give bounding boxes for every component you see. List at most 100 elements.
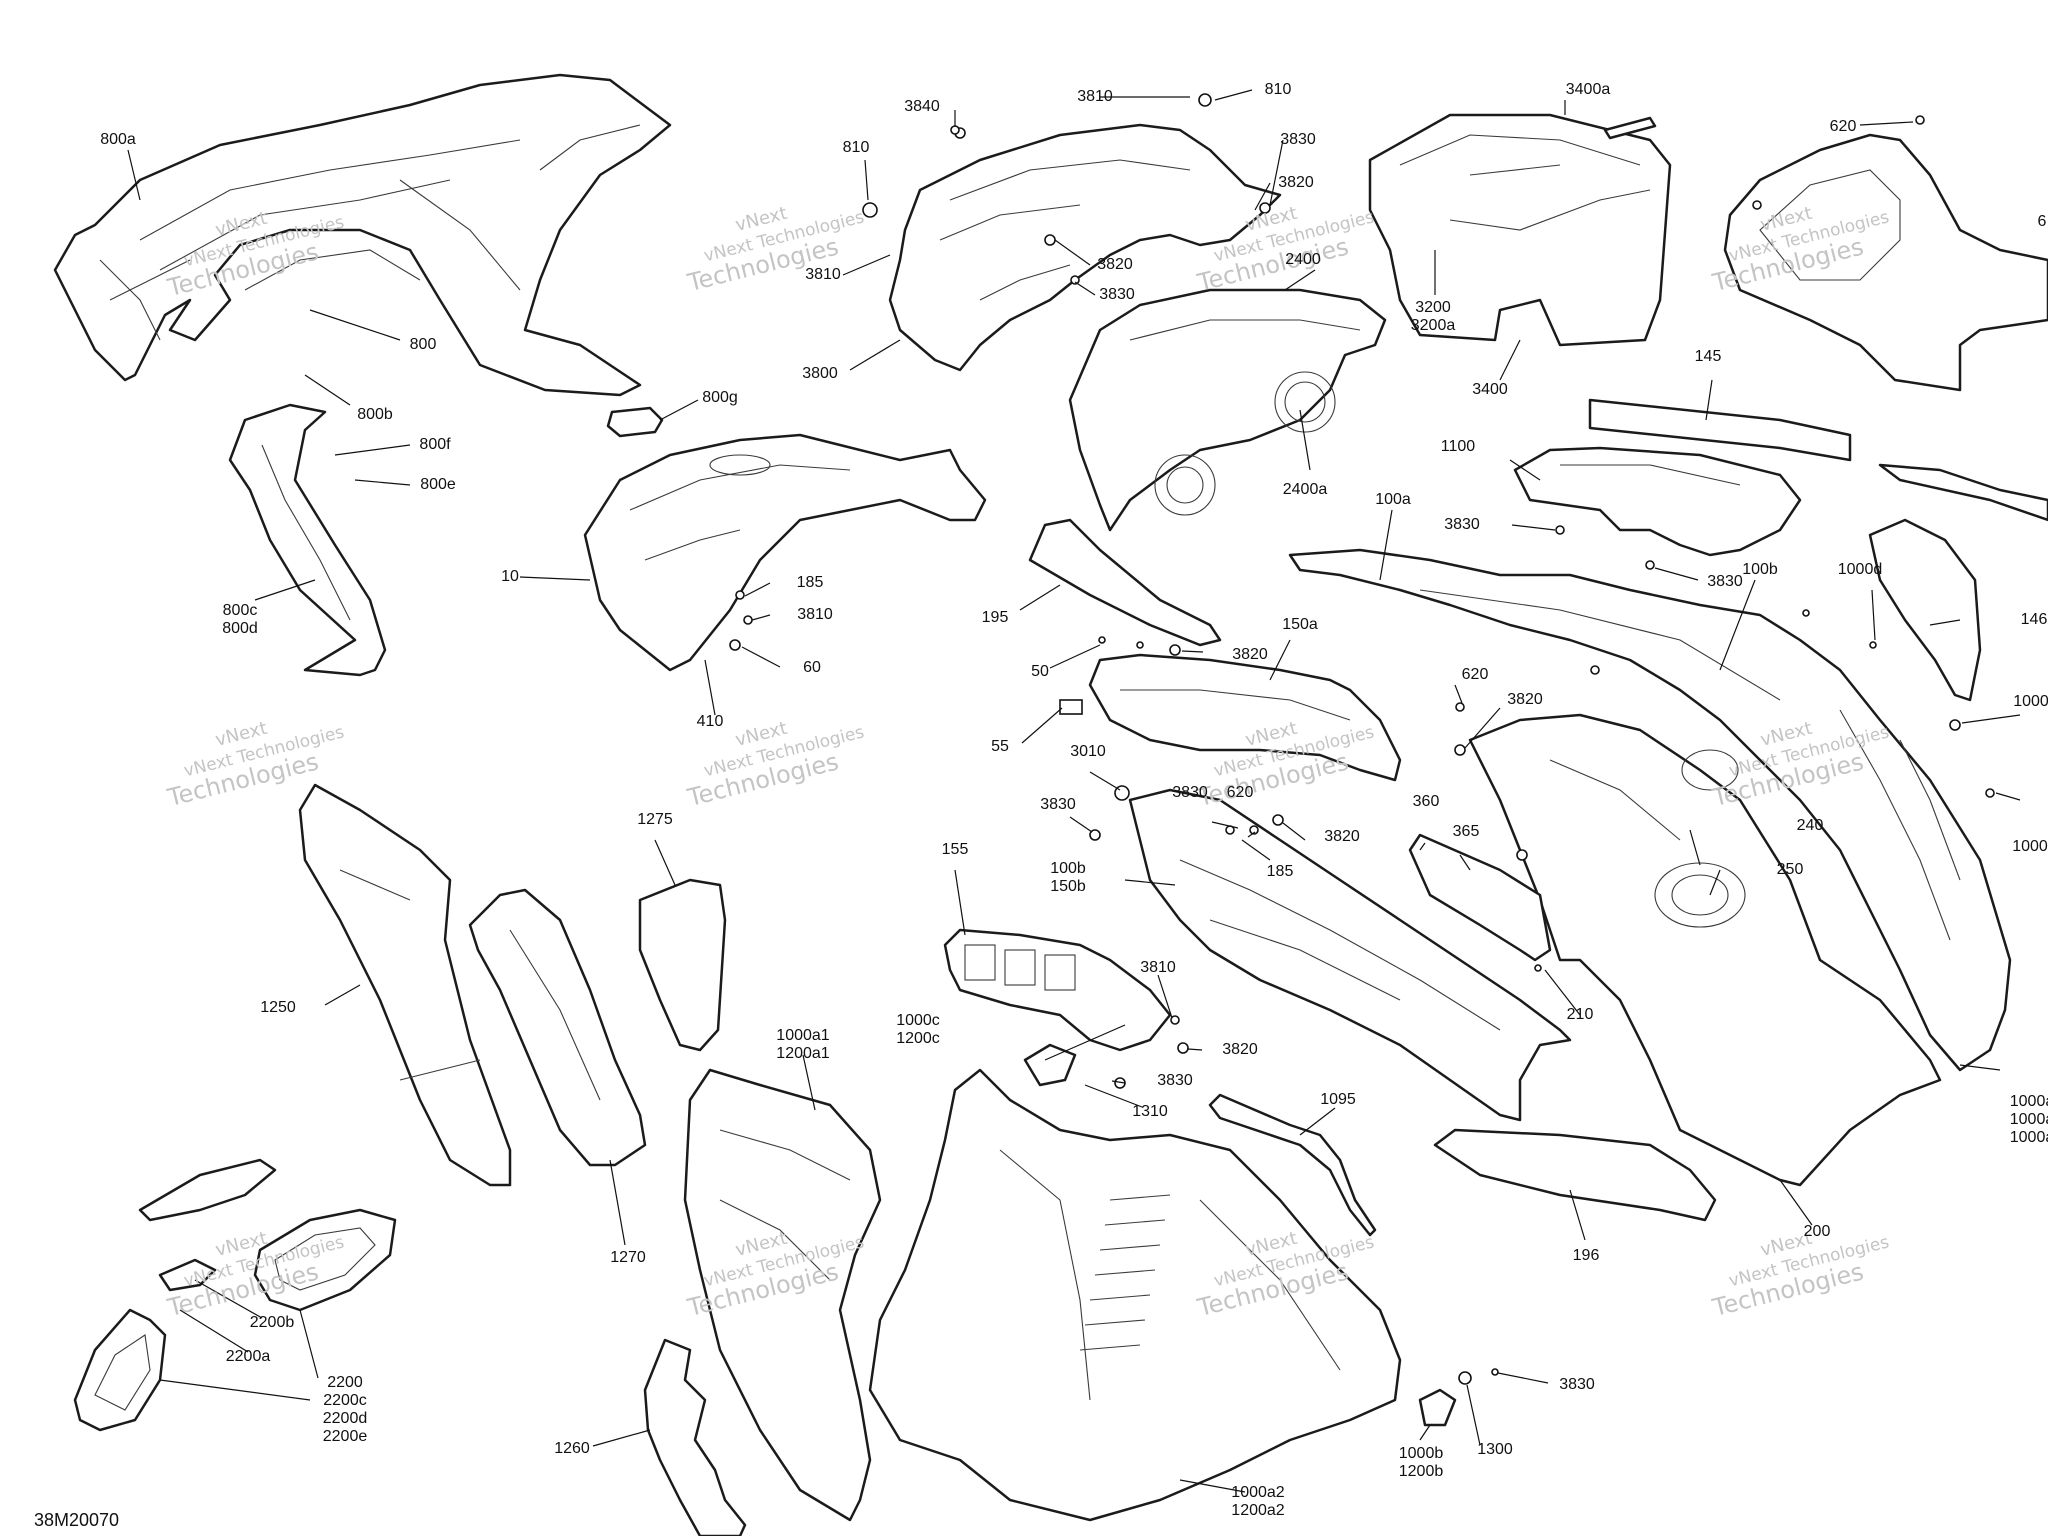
part-100b-side-panel [1128, 788, 1572, 1122]
part-146-side-panel [1868, 463, 2048, 702]
callout-label: 800c 800d [222, 602, 258, 637]
callout-label: 365 [1452, 823, 1480, 840]
part-1095-strip [1208, 1093, 1377, 1237]
callout-label: 100b 150b [1050, 860, 1086, 895]
callout-label: 1000c 1200c [896, 1012, 940, 1047]
callout-label: 196 [1572, 1247, 1600, 1264]
callout-label: 3810 [805, 266, 841, 283]
callout-label: 410 [696, 713, 724, 730]
callout-label: 3810 [1140, 959, 1176, 976]
callout-label: 3820 [1232, 646, 1268, 663]
part-620-gauge-bezel [1723, 133, 2048, 392]
callout-label: 1000 [2013, 693, 2048, 710]
callout-label: 55 [991, 738, 1009, 755]
part-1250-panel [298, 783, 512, 1187]
callout-label: 1270 [610, 1249, 646, 1266]
part-1270-panel [468, 888, 647, 1167]
callout-label: 2200b [249, 1314, 295, 1331]
callout-label: 185 [1266, 863, 1294, 880]
callout-label: 210 [1566, 1006, 1594, 1023]
diagram-code: 38M20070 [34, 1510, 120, 1530]
part-150a-side-panel [1088, 653, 1402, 782]
callout-label: 1250 [260, 999, 296, 1016]
callout-label: 800a [100, 131, 136, 148]
part-1000a2-lower-shell [868, 1068, 1402, 1522]
callout-label: 200 [1803, 1223, 1831, 1240]
part-800-front-fairing [53, 73, 672, 397]
callout-label: 100b [1742, 561, 1778, 578]
callout-label: 800 [409, 336, 437, 353]
callout-label: 800e [420, 476, 456, 493]
callout-label: 145 [1694, 348, 1722, 365]
part-1310-bracket [1023, 1043, 1077, 1087]
part-1275-pad [638, 878, 727, 1052]
part-1260-bracket [643, 1338, 747, 1536]
callout-label: 1000a 1000a 1000a [2009, 1093, 2048, 1146]
callout-label: 2400a [1282, 481, 1328, 498]
part-3400-glovebox [1368, 113, 1672, 347]
callout-label: 6 [2037, 213, 2047, 230]
callout-label: 1275 [637, 811, 673, 828]
callout-label: 10 [501, 568, 519, 585]
part-800b-side-bracket [228, 403, 387, 677]
part-100a-upper-panel [1288, 548, 2012, 1072]
part-195-trim-strip [1028, 518, 1222, 647]
callout-label: 810 [1264, 81, 1292, 98]
callout-label: 2400 [1285, 251, 1321, 268]
callout-label: 810 [842, 139, 870, 156]
callout-label: 3800 [802, 365, 838, 382]
callout-label: 3830 [1559, 1376, 1595, 1393]
callout-label: 3830 [1099, 286, 1135, 303]
callout-label: 3840 [904, 98, 940, 115]
callout-label: 1000 [2012, 838, 2048, 855]
part-10-instrument-housing [583, 433, 987, 672]
callout-label: 1000d [1837, 561, 1883, 578]
part-200-center-tank-panel [1468, 713, 1942, 1187]
part-1100-vent-grille [1513, 446, 1802, 557]
callout-label: 1300 [1477, 1441, 1513, 1458]
callout-label: 1310 [1132, 1103, 1168, 1120]
callout-label: 3830 [1444, 516, 1480, 533]
callout-label: 1000b 1200b [1398, 1445, 1444, 1480]
callout-leaders [127, 89, 2021, 1493]
callout-label: 3400a [1565, 81, 1611, 98]
callout-label: 50 [1031, 663, 1049, 680]
callout-label: 620 [1829, 118, 1857, 135]
part-1000a1-lower-panel [683, 1068, 882, 1522]
callout-label: 60 [803, 659, 821, 676]
callout-label: 3820 [1097, 256, 1133, 273]
callout-label: 1260 [554, 1440, 590, 1457]
callout-label: 620 [1461, 666, 1489, 683]
callout-label: 2200 2200c 2200d 2200e [322, 1374, 368, 1445]
callout-label: 240 [1796, 817, 1824, 834]
callout-label: 195 [981, 609, 1009, 626]
callout-label: 3820 [1278, 174, 1314, 191]
callout-label: 800b [357, 406, 393, 423]
callout-label: 150a [1282, 616, 1318, 633]
callout-label: 3810 [1077, 88, 1113, 105]
callout-label: 2200a [225, 1348, 271, 1365]
callout-label: 3830 [1280, 131, 1316, 148]
part-800g-pad [606, 406, 664, 438]
callout-label: 1095 [1320, 1091, 1356, 1108]
callout-label: 3810 [797, 606, 833, 623]
callout-label: 1100 [1440, 438, 1476, 455]
callout-label: 1000a1 1200a1 [776, 1027, 830, 1062]
part-196-trim [1433, 1128, 1717, 1222]
callout-label: 3830 [1707, 573, 1743, 590]
part-3800-nose-cone [888, 123, 1282, 372]
callout-label: 3830 [1040, 796, 1076, 813]
callout-label: 3820 [1507, 691, 1543, 708]
callout-label: 3820 [1324, 828, 1360, 845]
callout-label: 800g [702, 389, 738, 406]
callout-label: 1000a2 1200a2 [1231, 1484, 1285, 1519]
callout-label: 3830 [1172, 784, 1208, 801]
callout-label: 800f [419, 436, 451, 453]
part-360-bracket [1408, 833, 1552, 962]
callout-label: 3010 [1070, 743, 1106, 760]
callout-label: 3400 [1472, 381, 1508, 398]
callout-label: 155 [941, 841, 969, 858]
callout-label: 146 [2020, 611, 2048, 628]
part-145-strip [1588, 398, 1852, 462]
